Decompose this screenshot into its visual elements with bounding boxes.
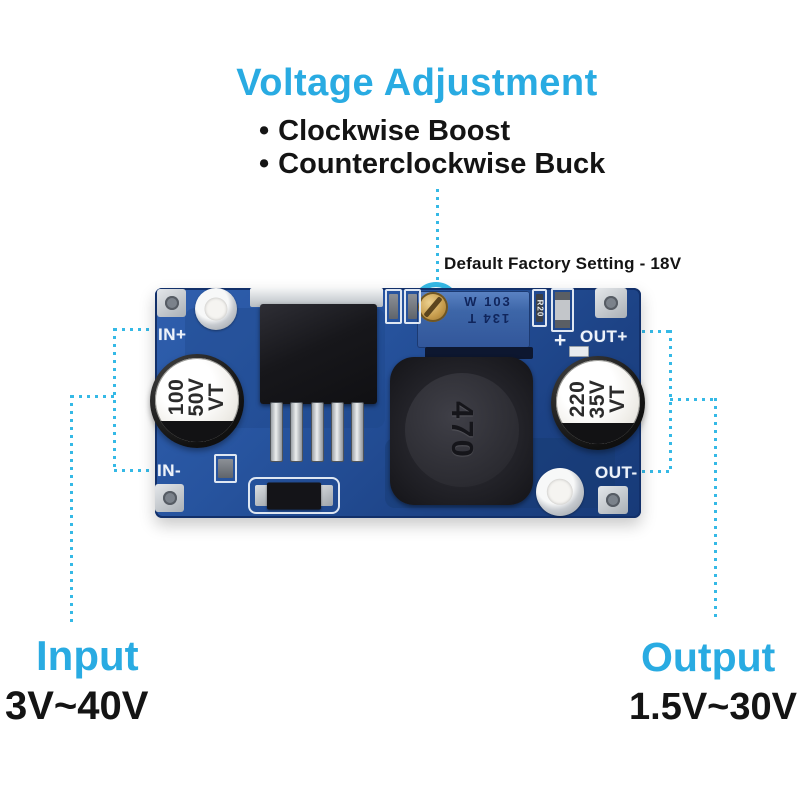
input-stem-horizontal-line [71,395,115,398]
output-stem-vertical-line [714,398,717,617]
output-capacitor: 220 35V VT [551,356,645,450]
out-minus-label: OUT- [595,463,638,482]
screw-slot-icon [423,296,443,318]
page-title: Voltage Adjustment [236,62,598,104]
smd-resistor: R20 [532,289,547,327]
output-bracket-top-line [634,330,672,333]
output-stem-horizontal-line [670,398,717,401]
capacitor-marking: 100 50V VT [165,378,228,417]
cap-marking-line: 220 [566,381,589,418]
bullet-item-label: Clockwise Boost [278,115,511,147]
cap-marking-line: VT [606,385,629,414]
factory-setting-label: Default Factory Setting - 18V [444,254,682,273]
smd-resistor [214,454,237,483]
smd-body [218,459,233,478]
inductor-core: 470 [405,373,519,487]
bullet-icon: • [259,115,270,147]
bullet-list: •Clockwise Boost •Counterclockwise Buck [259,115,605,181]
corner-pad [157,289,186,317]
regulator-ic-legs [270,402,364,462]
corner-pad [595,288,627,318]
capacitor-top: 100 50V VT [155,358,239,442]
ic-leg [351,402,364,462]
input-bracket-bottom-line [114,469,152,472]
inductor-marking: 470 [445,401,480,459]
smd-body [555,292,570,328]
plus-polarity-mark: + [554,329,567,352]
cap-marking-line: VT [205,383,228,412]
bullet-item-counterclockwise: •Counterclockwise Buck [259,148,605,181]
cap-marking-line: 35V [586,380,609,419]
ic-leg [330,402,344,462]
ic-leg [290,402,304,462]
smd-diode [551,288,574,332]
out-plus-label: OUT+ [580,327,628,346]
input-capacitor: 100 50V VT [150,354,244,448]
input-bracket-top-line [114,328,152,331]
mounting-hole [606,493,620,507]
capacitor-polarity-stripe [556,423,640,444]
capacitor-marking: 220 35V VT [566,380,629,419]
smd-resistor [385,289,402,324]
mounting-hole [604,296,618,310]
capacitor-top: 220 35V VT [556,360,640,444]
pot-callout-line [436,189,439,284]
output-bracket-bottom-line [634,470,672,473]
in-plus-label: IN+ [158,325,187,344]
smd-capacitor [569,346,589,357]
input-stem-vertical-line [70,395,73,623]
bullet-icon: • [259,148,270,180]
hole-bore [546,478,574,506]
bullet-item-label: Counterclockwise Buck [278,148,606,180]
trimpot-pins [425,347,533,359]
solder-hole [195,288,237,330]
in-minus-label: IN- [157,461,182,480]
trimpot-marking-top: W 103 [464,294,512,309]
trimpot-markings: W 103 134 T [452,294,524,326]
ic-leg [270,402,283,462]
capacitor-polarity-stripe [155,421,239,442]
smd-body [389,294,398,319]
corner-pad [598,486,628,514]
power-diode-outline [248,477,340,514]
smd-marking: R20 [535,299,544,317]
smd-body [408,294,417,319]
cap-marking-line: 50V [185,378,208,417]
power-diode [267,482,321,509]
cap-marking-line: 100 [165,379,188,416]
ic-leg [310,402,324,462]
mounting-hole [164,296,179,310]
input-label: Input [36,632,139,679]
mounting-hole [162,491,177,505]
regulator-ic-tab [250,288,383,307]
input-range: 3V~40V [5,684,149,728]
hole-bore [204,297,228,321]
solder-hole [536,468,584,516]
output-label: Output [641,634,776,680]
output-bracket-vertical-line [669,330,672,473]
trimpot-screw [418,292,448,322]
smd-resistor [404,289,421,324]
regulator-ic [260,304,377,404]
smd-body: R20 [535,294,544,322]
output-range: 1.5V~30V [629,686,797,728]
input-bracket-vertical-line [113,328,116,472]
bullet-item-clockwise: •Clockwise Boost [259,115,605,148]
trimpot-marking-bottom: 134 T [466,311,510,326]
corner-pad [155,484,184,512]
